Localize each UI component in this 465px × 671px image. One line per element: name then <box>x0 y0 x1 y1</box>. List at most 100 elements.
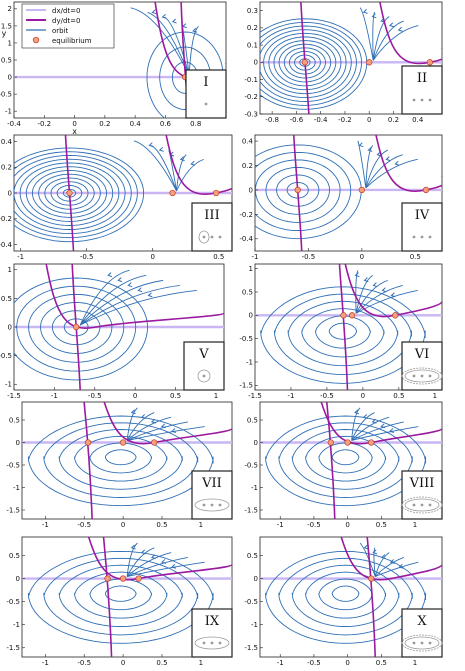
orbit-arrow <box>381 554 386 560</box>
orbit-arrow <box>390 292 396 298</box>
orbit-loop <box>14 147 145 243</box>
panel-numeral: IX <box>205 614 220 629</box>
orbit-arrow <box>130 409 136 415</box>
orbit-trajectory <box>365 154 403 189</box>
orbit-loop <box>263 32 347 95</box>
y-tick-label: 0.5 <box>247 416 258 424</box>
orbit-loop <box>286 181 309 199</box>
orbit-arrow <box>137 287 143 293</box>
x-tick-label: 1 <box>413 659 417 667</box>
x-tick-label: 0.5 <box>156 659 167 667</box>
x-tick-label: -0.5 <box>307 521 321 529</box>
inset-loop <box>401 634 443 652</box>
y-tick-label: -0.5 <box>0 91 12 99</box>
inset-loop <box>197 369 211 383</box>
orbit-trajectory <box>133 140 177 192</box>
orbit-trajectory <box>188 26 199 76</box>
orbit-trajectory <box>355 284 403 314</box>
orbit-arrow <box>171 563 177 569</box>
y-tick-label: -1 <box>13 621 20 629</box>
y-tick-label: -0.5 <box>239 335 253 343</box>
orbit-loop <box>260 29 352 99</box>
inset-dot <box>428 98 432 102</box>
equilibrium-point <box>344 439 351 446</box>
y-tick-label: -1.5 <box>244 644 258 652</box>
dydt-nullcline <box>366 537 377 657</box>
x-tick-label: -0.5 <box>77 521 91 529</box>
equilibrium-point <box>327 439 334 446</box>
orbit-arrow <box>179 156 185 162</box>
orbit-loop <box>31 170 108 218</box>
inset-dot <box>412 503 416 507</box>
orbit-arrow <box>127 282 133 288</box>
x-tick-label: 1 <box>433 392 437 400</box>
dydt-nullcline <box>83 402 93 519</box>
orbit-arrow <box>151 9 157 15</box>
inset-loop <box>404 369 440 383</box>
inset-loop <box>194 498 230 512</box>
orbit-arrow <box>372 549 378 555</box>
y-tick-label: 0.5 <box>242 288 253 296</box>
orbit-loop <box>294 54 316 71</box>
orbit-loop <box>27 415 214 507</box>
orbit-loop <box>265 550 427 644</box>
legend-label: equilibrium <box>52 37 92 45</box>
orbit-trajectory <box>351 421 404 441</box>
orbit-arrow <box>150 418 156 424</box>
inset-dot <box>420 503 424 507</box>
orbit-arrow <box>161 559 166 564</box>
equilibrium-point <box>104 575 111 582</box>
legend-label: dy/dt=0 <box>52 17 80 25</box>
orbit-loop <box>301 308 385 358</box>
orbit-loop <box>44 177 95 210</box>
orbit-arrow <box>397 26 403 32</box>
orbit-loop <box>318 578 373 611</box>
orbit-loop <box>283 47 326 79</box>
orbit-loop <box>260 25 357 102</box>
orbit-loop <box>14 158 126 230</box>
equilibrium-point <box>368 575 375 582</box>
x-tick-label: 0.6 <box>160 120 172 128</box>
legend-label: dx/dt=0 <box>52 7 80 15</box>
orbit-arrow <box>354 409 360 415</box>
x-tick-label: 0 <box>367 116 371 124</box>
y-tick-label: -1 <box>13 484 20 492</box>
y-tick-label: 1.5 <box>1 22 12 30</box>
orbit-loop <box>287 300 399 367</box>
orbit-loop <box>146 31 224 118</box>
orbit-trajectory <box>127 561 205 577</box>
orbit-loop <box>255 151 352 231</box>
x-tick-label: 0.4 <box>412 116 424 124</box>
orbit-trajectory <box>359 7 374 61</box>
inset-dot <box>210 641 214 645</box>
panel-numeral: X <box>417 614 427 629</box>
orbit-loop <box>276 174 320 207</box>
orbit-loop <box>58 564 183 627</box>
y-tick-label: -0.2 <box>239 211 253 219</box>
y-tick-label: -1 <box>251 621 258 629</box>
orbit-arrow <box>171 18 177 24</box>
y-tick-label: 0.5 <box>9 416 20 424</box>
x-tick-label: -1 <box>17 253 24 261</box>
dydt-nullcline <box>340 537 442 581</box>
dydt-nullcline <box>45 264 224 329</box>
inset-dot <box>204 102 208 106</box>
orbit-arrow <box>380 423 386 429</box>
x-tick-label: -0.6 <box>290 116 304 124</box>
y-tick-label: 1 <box>8 266 12 274</box>
x-tick-label: -0.2 <box>338 116 352 124</box>
x-tick-label: -1.5 <box>248 392 262 400</box>
equilibrium-point <box>169 189 176 197</box>
y-tick-label: 0 <box>254 575 258 583</box>
x-tick-label: -1 <box>42 521 49 529</box>
plot-area <box>255 264 442 390</box>
equilibrium-point <box>358 186 366 194</box>
x-tick-label: 0 <box>150 253 154 261</box>
panel-numeral: V <box>198 347 209 362</box>
equilibrium-point <box>366 59 373 66</box>
orbit-trajectory <box>355 279 388 314</box>
x-tick-label: -1 <box>277 659 284 667</box>
orbit-loop <box>51 310 101 346</box>
